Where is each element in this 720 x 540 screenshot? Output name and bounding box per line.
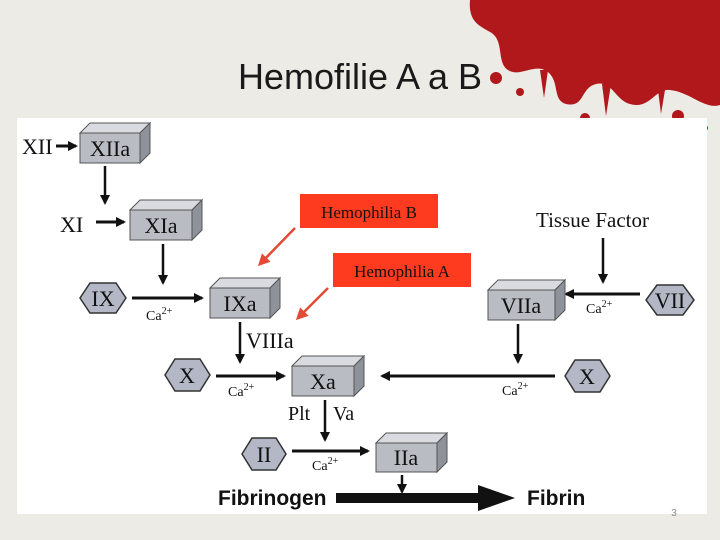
factor-x-right-hexagon: X (564, 359, 611, 393)
calcium-label-ix: Ca2+ (146, 306, 173, 324)
arrow-hemophilia-b (257, 227, 296, 267)
factor-viiia-label: VIIIa (246, 328, 294, 353)
fibrinogen-label: Fibrinogen (218, 487, 327, 510)
factor-iia-box: IIa (374, 431, 449, 474)
factor-xa-label: Xa (310, 369, 336, 394)
factor-iia-label: IIa (394, 445, 419, 470)
factor-xii-label: XII (22, 134, 53, 159)
svg-text:Hemophilia A: Hemophilia A (354, 262, 451, 281)
arrow-fibrinogen-to-fibrin (336, 485, 515, 511)
platelet-label: Plt (288, 403, 311, 425)
factor-ixa-label: IXa (224, 291, 257, 316)
factor-viia-label: VIIa (501, 293, 542, 318)
svg-text:Hemophilia B: Hemophilia B (321, 203, 417, 222)
factor-xa-box: Xa (290, 354, 366, 398)
factor-xia-label: XIa (145, 213, 178, 238)
fibrin-label: Fibrin (527, 487, 585, 510)
page-number: 3 (671, 508, 677, 519)
factor-ix-hexagon: IX (79, 282, 127, 314)
factor-vii-label: VII (655, 288, 686, 313)
calcium-label-vii: Ca2+ (586, 299, 613, 317)
calcium-label-x-right: Ca2+ (502, 381, 529, 399)
hemophilia-a-label: Hemophilia A (333, 253, 471, 287)
factor-ixa-box: IXa (208, 276, 282, 320)
calcium-label-ii: Ca2+ (312, 456, 339, 474)
factor-xi-label: XI (60, 212, 83, 237)
factor-ii-hexagon: II (241, 437, 287, 471)
calcium-label-x-left: Ca2+ (228, 382, 255, 400)
hemophilia-b-label: Hemophilia B (300, 194, 438, 228)
factor-xiia-box: XIIa (78, 121, 152, 165)
factor-ii-label: II (257, 442, 272, 467)
tissue-factor-label: Tissue Factor (536, 208, 649, 232)
factor-vii-hexagon: VII (645, 284, 695, 316)
factor-viia-box: VIIa (486, 278, 567, 322)
arrow-hemophilia-a (295, 287, 329, 321)
factor-xia-box: XIa (128, 198, 204, 242)
factor-va-label: Va (333, 403, 354, 425)
factor-x-right-label: X (579, 364, 595, 389)
factor-x-left-label: X (179, 363, 195, 388)
slide-title: Hemofilie A a B (237, 56, 483, 97)
factor-ix-label: IX (91, 286, 114, 311)
factor-xiia-label: XIIa (90, 136, 131, 161)
factor-x-left-hexagon: X (164, 358, 211, 392)
